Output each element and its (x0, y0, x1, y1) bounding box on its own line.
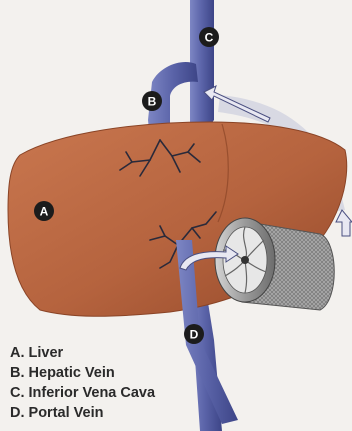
legend: A. Liver B. Hepatic Vein C. Inferior Ven… (10, 343, 155, 423)
marker-portal-vein: D (184, 324, 204, 344)
marker-inferior-vena-cava: C (199, 27, 219, 47)
legend-item-portal-vein: D. Portal Vein (10, 403, 155, 423)
legend-item-hepatic-vein: B. Hepatic Vein (10, 363, 155, 383)
marker-hepatic-vein: B (142, 91, 162, 111)
svg-text:A: A (40, 205, 49, 219)
legend-item-inferior-vena-cava: C. Inferior Vena Cava (10, 383, 155, 403)
svg-text:D: D (190, 328, 199, 342)
marker-liver: A (34, 201, 54, 221)
svg-text:B: B (148, 95, 157, 109)
legend-item-liver: A. Liver (10, 343, 155, 363)
svg-text:C: C (205, 31, 214, 45)
